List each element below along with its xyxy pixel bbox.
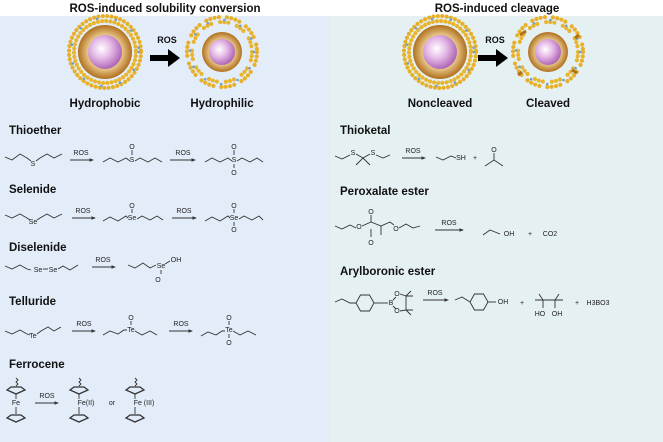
- svg-text:O: O: [356, 224, 362, 231]
- svg-text:Fe: Fe: [12, 400, 20, 407]
- svg-text:ROS: ROS: [39, 393, 55, 400]
- reaction-peroxalate-ester: Peroxalate ester O O O O ROS OH + CO2: [334, 186, 558, 247]
- svg-text:O: O: [155, 277, 161, 284]
- reaction-thioketal: Thioketal S S ROS SH + O: [334, 125, 504, 167]
- svg-text:Fe(II): Fe(II): [78, 400, 95, 407]
- svg-text:ROS: ROS: [176, 208, 192, 215]
- svg-text:OH: OH: [498, 299, 509, 306]
- svg-text:S: S: [232, 157, 237, 164]
- svg-text:ROS: ROS: [173, 321, 189, 328]
- state-noncleaved: Noncleaved: [408, 98, 473, 110]
- svg-text:Thioether: Thioether: [9, 125, 62, 137]
- svg-text:Se: Se: [128, 215, 137, 222]
- svg-text:+: +: [575, 300, 579, 307]
- cleaved-nanoparticle: [513, 17, 583, 87]
- svg-text:O: O: [129, 203, 135, 210]
- svg-text:H3BO3: H3BO3: [587, 300, 610, 307]
- svg-text:ROS: ROS: [73, 150, 89, 157]
- svg-text:O: O: [491, 147, 497, 154]
- state-hydrophobic: Hydrophobic: [70, 98, 142, 110]
- left-title: ROS-induced solubility conversion: [69, 3, 260, 15]
- svg-text:Fe (III): Fe (III): [134, 400, 155, 407]
- state-hydrophilic: Hydrophilic: [190, 98, 254, 110]
- svg-text:Se: Se: [49, 267, 58, 274]
- svg-text:+: +: [520, 300, 524, 307]
- svg-text:S: S: [130, 157, 135, 164]
- svg-text:Telluride: Telluride: [9, 296, 56, 308]
- svg-text:O: O: [393, 226, 399, 233]
- svg-text:Peroxalate ester: Peroxalate ester: [340, 186, 429, 198]
- svg-text:O: O: [231, 144, 237, 151]
- svg-text:O: O: [394, 291, 400, 298]
- svg-text:+: +: [473, 155, 477, 162]
- right-panel: [330, 16, 663, 442]
- svg-text:O: O: [231, 203, 237, 210]
- svg-text:Se: Se: [157, 263, 166, 270]
- svg-text:ROS: ROS: [175, 150, 191, 157]
- svg-text:ROS: ROS: [76, 321, 92, 328]
- svg-text:HO: HO: [535, 311, 546, 318]
- hydrophobic-nanoparticle: [69, 16, 141, 88]
- svg-text:ROS: ROS: [427, 290, 443, 297]
- noncleaved-nanoparticle: [404, 16, 476, 88]
- svg-text:S: S: [31, 161, 36, 168]
- svg-text:Diselenide: Diselenide: [9, 242, 67, 254]
- svg-text:O: O: [231, 227, 237, 234]
- svg-text:OH: OH: [552, 311, 563, 318]
- svg-text:S: S: [371, 150, 376, 157]
- svg-text:Selenide: Selenide: [9, 184, 56, 196]
- svg-text:Thioketal: Thioketal: [340, 125, 390, 137]
- svg-text:O: O: [129, 144, 135, 151]
- arrow-icon: [478, 49, 508, 67]
- svg-text:OH: OH: [504, 231, 515, 238]
- svg-text:Te: Te: [29, 333, 37, 340]
- state-cleaved: Cleaved: [526, 98, 570, 110]
- svg-text:Ferrocene: Ferrocene: [9, 359, 65, 371]
- svg-text:or: or: [109, 400, 116, 407]
- svg-text:ROS: ROS: [95, 257, 111, 264]
- svg-text:O: O: [368, 240, 374, 247]
- svg-text:Arylboronic ester: Arylboronic ester: [340, 266, 436, 278]
- svg-text:B: B: [389, 300, 394, 307]
- svg-text:O: O: [128, 315, 134, 322]
- svg-text:S: S: [351, 150, 356, 157]
- svg-text:O: O: [394, 308, 400, 315]
- svg-text:O: O: [368, 209, 374, 216]
- ros-label: ROS: [157, 35, 177, 45]
- svg-text:Te: Te: [225, 327, 233, 334]
- svg-text:O: O: [226, 315, 232, 322]
- reaction-selenide: Selenide Se ROS SeO ROS SeO O: [4, 184, 264, 234]
- reaction-ferrocene: Ferrocene Fe ROS Fe(II) or Fe (III): [6, 359, 155, 423]
- svg-text:Se: Se: [29, 219, 38, 226]
- reaction-thioether: Thioether S ROS SO ROS SO O: [4, 125, 264, 177]
- svg-text:Te: Te: [127, 327, 135, 334]
- svg-text:Se: Se: [34, 267, 43, 274]
- ros-label: ROS: [485, 35, 505, 45]
- svg-text:CO2: CO2: [543, 231, 558, 238]
- svg-text:ROS: ROS: [441, 220, 457, 227]
- svg-text:Se: Se: [230, 215, 239, 222]
- svg-text:ROS: ROS: [405, 148, 421, 155]
- svg-text:O: O: [231, 170, 237, 177]
- svg-text:+: +: [528, 231, 532, 238]
- svg-text:ROS: ROS: [75, 208, 91, 215]
- reaction-telluride: Telluride Te ROS TeO ROS TeO O: [4, 296, 257, 347]
- svg-text:SH: SH: [456, 155, 466, 162]
- left-panel: [0, 16, 330, 442]
- svg-text:OH: OH: [171, 257, 182, 264]
- arrow-icon: [150, 49, 180, 67]
- svg-text:O: O: [226, 340, 232, 347]
- right-title: ROS-induced cleavage: [435, 3, 560, 15]
